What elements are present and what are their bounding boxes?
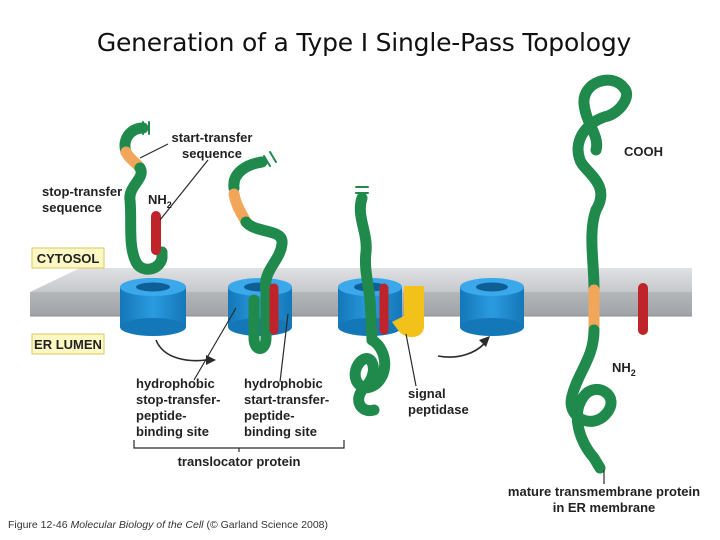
- svg-text:start-transfer-: start-transfer-: [244, 392, 329, 407]
- svg-text:binding site: binding site: [244, 424, 317, 439]
- svg-text:stop-transfer-: stop-transfer-: [136, 392, 221, 407]
- chain-stage-1: [119, 121, 168, 275]
- hydrophobic-start-label: hydrophobic start-transfer- peptide- bin…: [244, 376, 329, 439]
- figure-caption: Figure 12-46 Molecular Biology of the Ce…: [8, 519, 328, 531]
- signal-peptidase-label: signal peptidase: [408, 386, 469, 417]
- svg-text:hydrophobic: hydrophobic: [136, 376, 215, 391]
- chain-stage-2: [228, 151, 288, 354]
- page-title: Generation of a Type I Single-Pass Topol…: [96, 28, 632, 57]
- mature-protein-label: mature transmembrane protein in ER membr…: [508, 484, 700, 515]
- chain-stage-4: [565, 74, 648, 474]
- process-arrows: [155, 336, 490, 365]
- er-lumen-label: ER LUMEN: [34, 337, 102, 352]
- translocator-label: translocator protein: [178, 454, 301, 469]
- cytosol-label: CYTOSOL: [37, 251, 100, 266]
- cooh-label: COOH: [624, 144, 663, 159]
- translocator-1: [120, 278, 186, 336]
- svg-text:binding site: binding site: [136, 424, 209, 439]
- svg-text:signal: signal: [408, 386, 446, 401]
- chain-stage-3: [349, 186, 391, 417]
- svg-text:hydrophobic: hydrophobic: [244, 376, 323, 391]
- stop-transfer-label-1: stop-transfer: [42, 184, 122, 199]
- nh2-label-bottom: NH2: [612, 360, 636, 378]
- stop-transfer-label-2: sequence: [42, 200, 102, 215]
- start-transfer-label-1: start-transfer: [172, 130, 253, 145]
- svg-text:peptidase: peptidase: [408, 402, 469, 417]
- cytosol-box: CYTOSOL: [31, 247, 105, 269]
- svg-text:in ER membrane: in ER membrane: [553, 500, 656, 515]
- pointer-lines: [133, 143, 605, 484]
- svg-text:peptide-: peptide-: [244, 408, 295, 423]
- start-transfer-label-2: sequence: [182, 146, 242, 161]
- signal-peptidase-enzyme: [392, 286, 424, 338]
- nh2-label-top: NH2: [148, 192, 172, 210]
- hydrophobic-stop-label: hydrophobic stop-transfer- peptide- bind…: [136, 376, 221, 439]
- translocator-4: [460, 278, 524, 336]
- svg-text:peptide-: peptide-: [136, 408, 187, 423]
- er-lumen-box: ER LUMEN: [31, 333, 105, 355]
- svg-text:mature transmembrane protein: mature transmembrane protein: [508, 484, 700, 499]
